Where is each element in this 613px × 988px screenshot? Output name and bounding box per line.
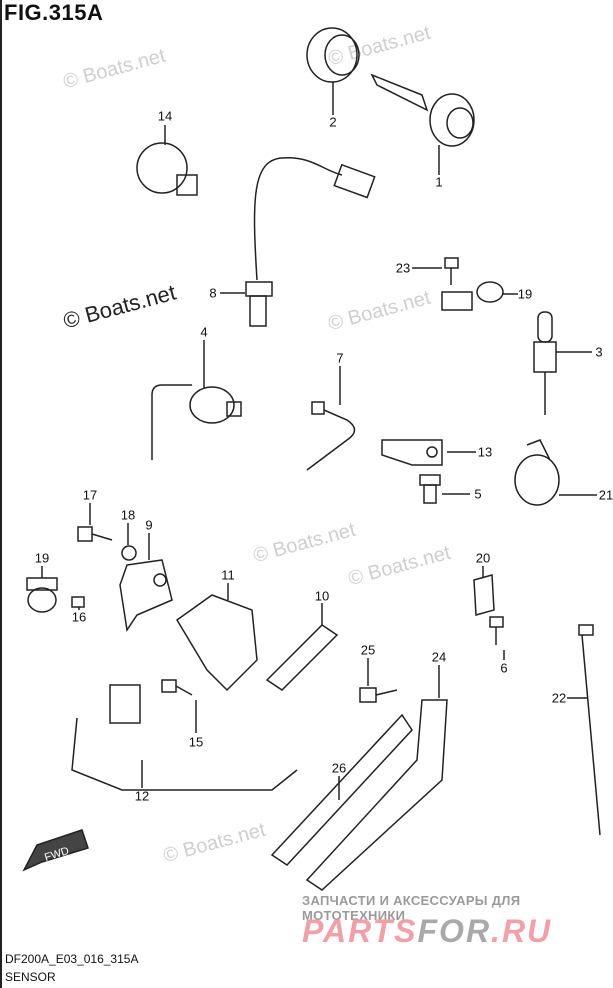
callout-1[interactable]: 1 xyxy=(435,174,443,190)
callout-5[interactable]: 5 xyxy=(474,486,482,502)
harness-part-12 xyxy=(71,684,298,791)
callout-15[interactable]: 15 xyxy=(188,734,204,750)
callout-19-lower[interactable]: 19 xyxy=(34,550,50,566)
cable-tie-part-22 xyxy=(567,624,601,836)
bolt-part-17 xyxy=(77,503,113,542)
washer-part-18 xyxy=(121,523,137,561)
callout-24[interactable]: 24 xyxy=(431,649,447,665)
sensor-part-7 xyxy=(306,366,356,471)
logo-text-for: FOR xyxy=(417,913,492,949)
callout-26[interactable]: 26 xyxy=(331,760,347,776)
clamp-part-19b xyxy=(26,566,58,613)
callout-20[interactable]: 20 xyxy=(475,550,491,566)
callout-8[interactable]: 8 xyxy=(209,285,217,301)
bracket-part-24 xyxy=(305,665,448,891)
callout-19[interactable]: 19 xyxy=(517,286,533,302)
figure-title: FIG.315A xyxy=(4,0,104,25)
callout-12[interactable]: 12 xyxy=(134,788,150,804)
callout-16[interactable]: 16 xyxy=(71,609,87,625)
sensor-cable-part-8 xyxy=(220,157,376,327)
callout-6[interactable]: 6 xyxy=(500,660,508,676)
pressure-switch-part-14 xyxy=(136,125,198,196)
callout-7[interactable]: 7 xyxy=(336,350,344,366)
logo-text-ru: .RU xyxy=(491,913,553,949)
partner-tagline: ЗАПЧАСТИ И АКСЕССУАРЫ ДЛЯ МОТОТЕХНИКИ xyxy=(302,893,521,923)
callout-18[interactable]: 18 xyxy=(120,507,136,523)
callout-21[interactable]: 21 xyxy=(598,487,613,503)
callout-13[interactable]: 13 xyxy=(477,444,493,460)
logo-text-parts: PARTS xyxy=(302,913,418,949)
callout-3[interactable]: 3 xyxy=(595,344,603,360)
sensor-part-9 xyxy=(119,533,173,633)
bolt-part-16 xyxy=(71,596,85,610)
bracket-part-13 xyxy=(381,439,476,466)
callout-2[interactable]: 2 xyxy=(329,114,337,130)
callout-25[interactable]: 25 xyxy=(360,642,376,658)
diagram-code: DF200A_E03_016_315A xyxy=(5,952,139,966)
fwd-arrow xyxy=(22,829,89,872)
bracket-part-26 xyxy=(270,713,413,866)
callout-11[interactable]: 11 xyxy=(221,567,235,583)
section-name: SENSOR xyxy=(5,970,56,984)
bolt-part-15 xyxy=(161,679,197,733)
bracket-part-11 xyxy=(176,583,258,692)
callout-22[interactable]: 22 xyxy=(551,690,567,706)
clip-part-20 xyxy=(473,566,495,616)
temperature-sensor-part-1 xyxy=(370,73,475,175)
callout-9[interactable]: 9 xyxy=(145,517,153,533)
knock-sensor-part-4 xyxy=(151,340,242,460)
bolt-part-25 xyxy=(359,658,398,703)
grommet-part-2 xyxy=(306,27,360,115)
sensor-part-3 xyxy=(533,311,592,415)
callout-4[interactable]: 4 xyxy=(200,324,208,340)
callout-10[interactable]: 10 xyxy=(314,588,330,604)
clamp-part-21 xyxy=(514,439,597,506)
callout-17[interactable]: 17 xyxy=(82,487,98,503)
clamp-part-19 xyxy=(441,281,518,311)
callout-14[interactable]: 14 xyxy=(157,108,173,124)
callout-23[interactable]: 23 xyxy=(395,260,411,276)
bolt-part-23 xyxy=(412,257,459,285)
partner-logo: PARTSFOR.RU xyxy=(302,914,552,948)
bolt-part-6 xyxy=(489,616,505,660)
link-part-10 xyxy=(265,603,339,691)
bolt-part-5 xyxy=(419,474,470,504)
